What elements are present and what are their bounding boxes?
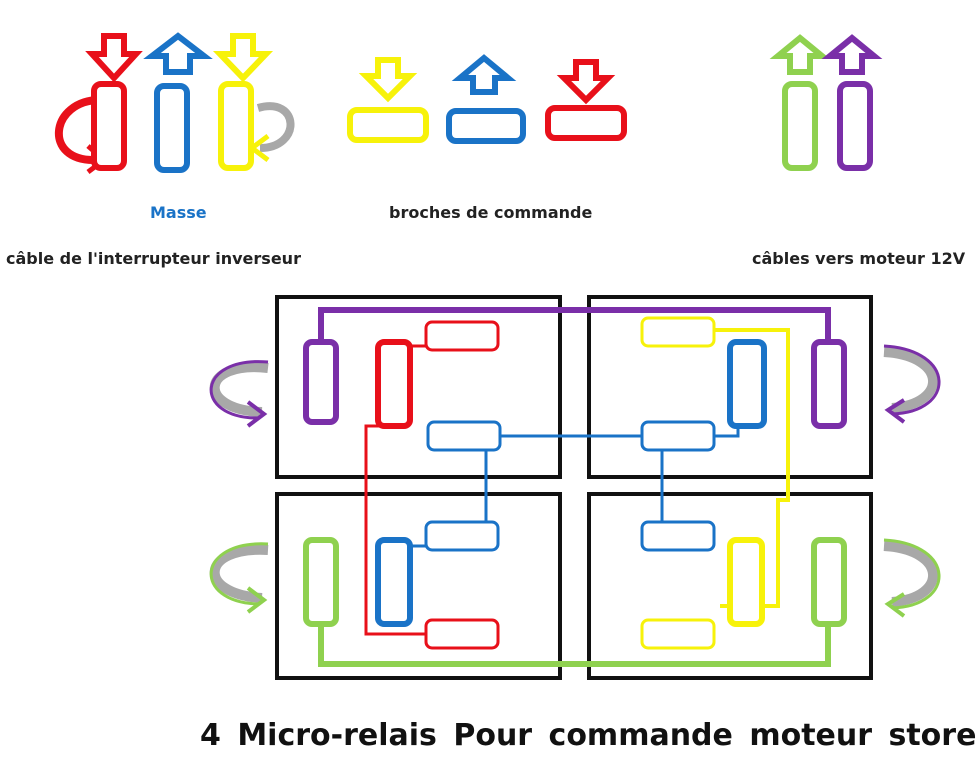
br-yellow-control <box>640 618 716 650</box>
switch-cable-label: câble de l'interrupteur inverseur <box>6 249 301 268</box>
purple-up-arrow-icon <box>821 34 883 75</box>
tl-blue-control <box>426 420 502 452</box>
blue-control-pin <box>446 108 526 144</box>
control-pins-label: broches de commande <box>389 203 593 222</box>
motor-cables-label: câbles vers moteur 12V <box>752 249 966 268</box>
purple-motor-pin <box>837 81 873 171</box>
green-motor-pin <box>782 81 818 171</box>
left-green-arrowhead-icon <box>246 586 268 614</box>
blue-up-arrow-icon <box>143 32 213 75</box>
relay-top-left <box>275 295 562 479</box>
yellow-down-arrow-icon <box>212 33 274 83</box>
right-green-arrowhead-icon <box>884 592 906 618</box>
tr-blue-pin <box>727 339 767 429</box>
blue-up-arrow-icon-2 <box>451 54 517 95</box>
green-wire <box>318 624 831 667</box>
relay-bottom-right <box>587 492 873 680</box>
right-purple-arrowhead-icon <box>884 398 906 424</box>
yellow-pin <box>218 81 254 171</box>
purple-wire <box>318 307 831 340</box>
br-blue-control <box>640 520 716 552</box>
right-green-rotate-outline <box>883 538 941 610</box>
relay-bottom-left <box>275 492 562 680</box>
right-purple-rotate-outline <box>883 344 941 416</box>
left-green-rotate-icon <box>209 544 269 603</box>
br-green-pin <box>811 537 847 627</box>
relay-board <box>275 295 873 680</box>
tr-yellow-control <box>640 316 716 348</box>
yellow-down-arrow-icon-2 <box>358 57 418 103</box>
red-wire <box>364 424 426 636</box>
legend-control-group <box>347 54 627 144</box>
grey-rotate-arrow-icon <box>256 102 295 152</box>
red-pin <box>91 81 127 171</box>
bl-red-control <box>424 618 500 650</box>
tl-purple-pin <box>303 339 339 425</box>
board-rotate-arrows <box>209 344 941 618</box>
red-down-arrow-icon-2 <box>556 59 616 105</box>
diagram-title: 4 Micro-relais Pour commande moteur stor… <box>200 718 977 753</box>
legend-switch-group <box>54 32 295 174</box>
yellow-control-pin <box>347 107 429 143</box>
tl-red-pin <box>375 339 413 429</box>
left-purple-rotate-outline <box>209 360 269 420</box>
right-purple-rotate-icon <box>883 347 938 413</box>
red-control-pin <box>545 105 627 141</box>
blue-pin <box>154 83 190 173</box>
red-down-arrow-icon <box>85 33 143 83</box>
bl-green-pin <box>303 537 339 627</box>
left-green-rotate-outline <box>209 542 269 606</box>
masse-label: Masse <box>150 203 207 222</box>
tl-red-control <box>424 320 500 352</box>
left-purple-arrowhead-icon <box>246 400 268 428</box>
legend-motor-group <box>769 34 883 171</box>
relay-top-right <box>587 295 873 479</box>
br-yellow-pin <box>727 537 765 627</box>
red-rotate-arrow-icon <box>54 96 101 165</box>
tr-blue-control <box>640 420 716 452</box>
right-green-rotate-icon <box>883 541 938 607</box>
green-up-arrow-icon <box>769 34 831 75</box>
bl-blue-control <box>424 520 500 552</box>
tr-purple-pin <box>811 339 847 429</box>
left-purple-rotate-icon <box>209 362 269 417</box>
tr-blue-link <box>714 426 740 438</box>
bl-blue-pin <box>375 537 413 627</box>
yellow-wire <box>684 328 790 608</box>
